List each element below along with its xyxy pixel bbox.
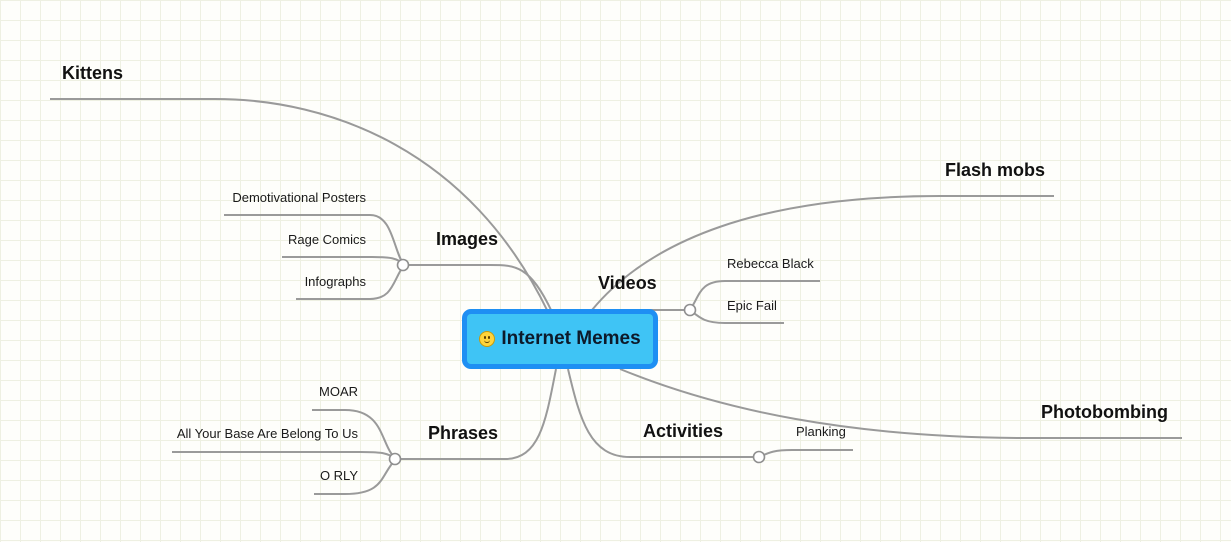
subtopic-infographs[interactable]: Infographs	[304, 274, 366, 289]
topic-activities[interactable]: Activities	[643, 421, 724, 441]
topic-photobombing[interactable]: Photobombing	[1041, 402, 1168, 422]
collapse-knob-activities[interactable]	[752, 450, 766, 464]
subtopic-rage-comics[interactable]: Rage Comics	[287, 232, 366, 247]
topic-phrases[interactable]: Phrases	[428, 423, 499, 443]
connector-photobombing	[619, 368, 1182, 439]
connector-phrases	[396, 368, 557, 460]
connector-images	[404, 264, 553, 313]
topic-kittens[interactable]: Kittens	[62, 63, 124, 83]
connector-planking	[758, 449, 853, 458]
smiley-face-icon	[479, 331, 496, 347]
central-topic-label: Internet Memes	[501, 328, 641, 349]
subtopic-o-rly[interactable]: O RLY	[319, 468, 358, 483]
subtopic-moar[interactable]: MOAR	[319, 384, 358, 399]
collapse-knob-videos[interactable]	[683, 303, 697, 317]
topic-images[interactable]: Images	[436, 229, 499, 249]
connector-rage-comics	[282, 256, 405, 266]
connector-moar	[312, 409, 397, 460]
subtopic-planking[interactable]: Planking	[796, 424, 846, 439]
collapse-knob-phrases[interactable]	[388, 452, 402, 466]
subtopic-demotivational-posters[interactable]: Demotivational Posters	[232, 190, 366, 205]
topic-flash-mobs[interactable]: Flash mobs	[945, 160, 1046, 180]
subtopic-rebecca-black[interactable]: Rebecca Black	[727, 256, 814, 271]
connector-flash-mobs	[591, 195, 1054, 311]
subtopic-epic-fail[interactable]: Epic Fail	[727, 298, 777, 313]
connector-activities	[567, 368, 759, 458]
topic-videos[interactable]: Videos	[598, 273, 657, 293]
subtopic-all-your-base[interactable]: All Your Base Are Belong To Us	[176, 426, 358, 441]
connector-kittens	[50, 98, 549, 313]
central-topic[interactable]: Internet Memes	[462, 309, 658, 369]
connector-all-your-base	[172, 451, 397, 460]
connector-o-rly	[314, 458, 397, 495]
collapse-knob-images[interactable]	[396, 258, 410, 272]
